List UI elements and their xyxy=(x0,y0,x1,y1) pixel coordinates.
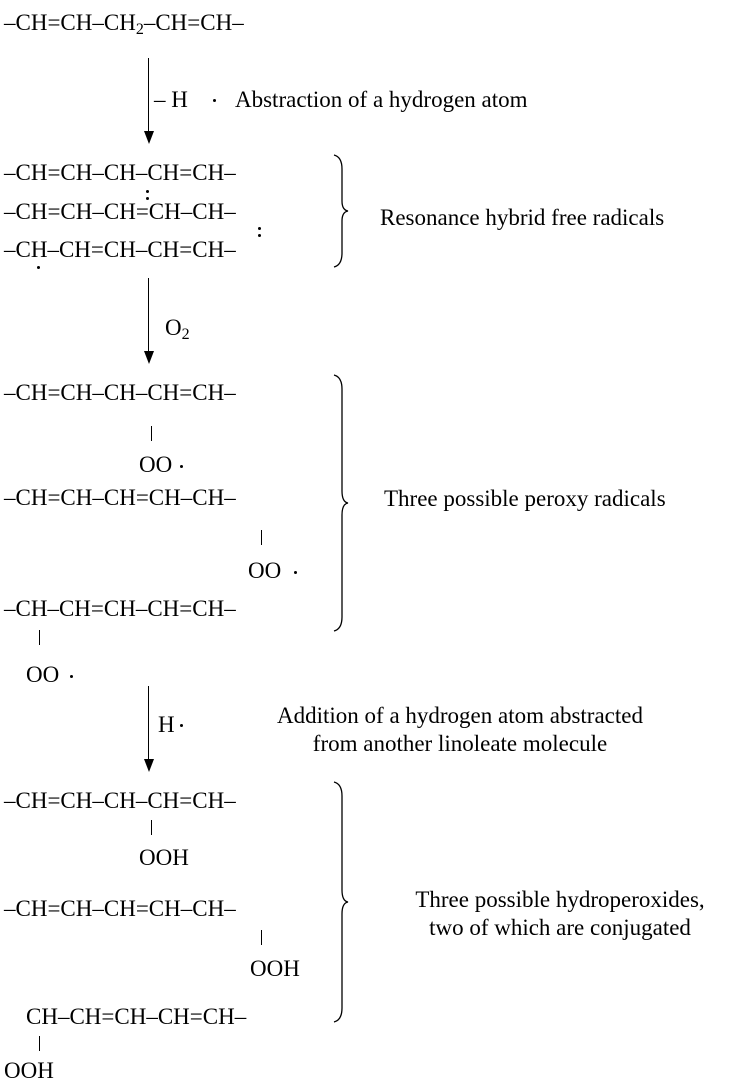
oxygen-reagent: O2 xyxy=(165,315,190,343)
peroxy-dot-1 xyxy=(180,465,183,468)
peroxy-group-1: OO xyxy=(139,452,173,477)
peroxy-label: Three possible peroxy radicals xyxy=(384,486,666,511)
radical-formula-3: –CH–CH=CH–CH=CH– xyxy=(4,237,236,262)
radicals-label: Resonance hybrid free radicals xyxy=(380,205,665,230)
h-reagent: H xyxy=(158,712,175,737)
peroxy-dot-2 xyxy=(294,571,297,574)
arrow-hydrogen-addition xyxy=(139,686,159,772)
arrow-hydrogen-abstraction xyxy=(139,58,159,144)
hydroperoxide-formula-1: –CH=CH–CH–CH=CH– xyxy=(4,788,236,813)
arrow-oxygen-addition xyxy=(139,278,159,364)
linoleate-segment-part-b: –CH=CH– xyxy=(143,10,244,35)
oxygen-symbol: O xyxy=(165,315,182,340)
radical-dot-3 xyxy=(258,227,261,230)
peroxy-dot-3 xyxy=(70,675,73,678)
hydroperoxide-bond-1 xyxy=(151,820,153,835)
brace-radicals xyxy=(333,154,349,268)
peroxy-formula-1: –CH=CH–CH–CH=CH– xyxy=(4,380,236,405)
h-addition-dot xyxy=(180,724,183,727)
hydroperoxide-bond-3 xyxy=(39,1036,41,1051)
brace-hydroperoxides xyxy=(333,781,349,1023)
hydroperoxides-label-line2: two of which are conjugated xyxy=(429,915,691,940)
linoleate-segment-part-a: –CH=CH–CH xyxy=(4,10,136,35)
radical-dot-5 xyxy=(37,266,40,269)
radical-dot-4 xyxy=(258,234,261,237)
brace-peroxy xyxy=(333,374,349,632)
abstraction-label: Abstraction of a hydrogen atom xyxy=(235,87,528,112)
hydroperoxide-bond-2 xyxy=(261,930,263,945)
hydroperoxide-formula-2: –CH=CH–CH=CH–CH– xyxy=(4,896,236,921)
peroxy-group-3: OO xyxy=(26,662,60,687)
peroxy-formula-3: –CH–CH=CH–CH=CH– xyxy=(4,596,236,621)
hydroperoxide-formula-3: CH–CH=CH–CH=CH– xyxy=(26,1004,247,1029)
radical-formula-2: –CH=CH–CH=CH–CH– xyxy=(4,199,236,224)
hydroperoxides-label-line1: Three possible hydroperoxides, xyxy=(415,887,705,912)
peroxy-bond-2 xyxy=(261,530,263,545)
oxygen-subscript: 2 xyxy=(181,326,190,343)
radical-formula-1: –CH=CH–CH–CH=CH– xyxy=(4,160,236,185)
peroxy-bond-3 xyxy=(39,630,41,645)
radical-dot-1 xyxy=(146,190,149,193)
ch2-subscript: 2 xyxy=(135,21,144,38)
hydroperoxide-group-3: OOH xyxy=(4,1058,54,1083)
hydrogen-addition-label-line2: from another linoleate molecule xyxy=(312,731,608,756)
peroxy-formula-2: –CH=CH–CH=CH–CH– xyxy=(4,485,236,510)
linoleate-segment: –CH=CH–CH2–CH=CH– xyxy=(4,10,244,38)
hydrogen-addition-label-line1: Addition of a hydrogen atom abstracted xyxy=(277,703,643,728)
h-radical-dot xyxy=(213,99,216,102)
hydroperoxide-group-2: OOH xyxy=(250,956,300,981)
hydroperoxide-group-1: OOH xyxy=(139,845,189,870)
minus-h-reagent: – H xyxy=(154,87,188,112)
radical-dot-2 xyxy=(146,197,149,200)
peroxy-bond-1 xyxy=(151,426,153,441)
peroxy-group-2: OO xyxy=(248,558,282,583)
